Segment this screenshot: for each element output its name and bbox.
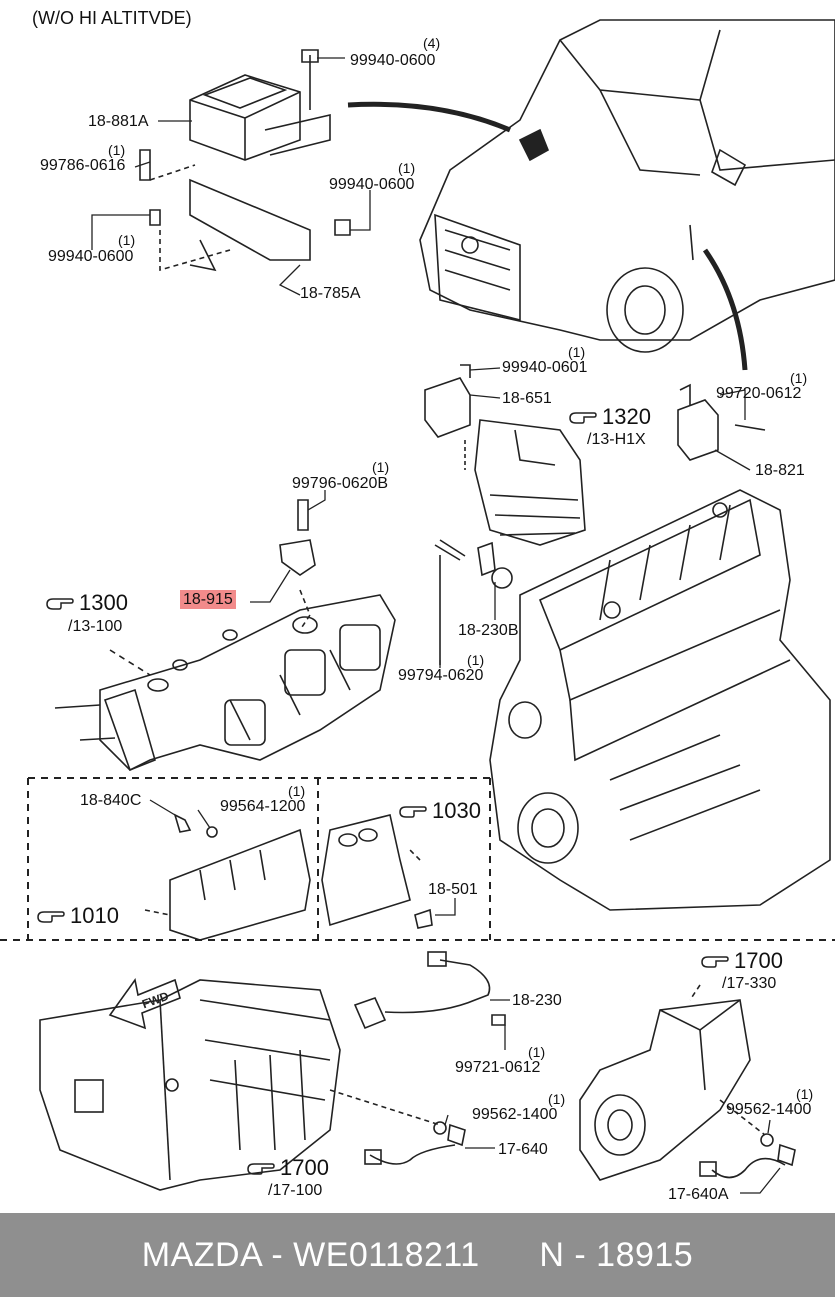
engine-block (489, 489, 831, 911)
part-label: 18-230B (458, 622, 519, 639)
ref-number: 1030 (432, 798, 481, 823)
heat-shield-1320 (474, 419, 586, 546)
ref-sub-label: /17-330 (722, 975, 777, 992)
part-label: 99794-0620 (398, 667, 484, 684)
leader-lines (91, 57, 781, 1194)
part-qty: (1) (398, 160, 416, 176)
section-divider-lines (0, 777, 835, 941)
ref-sub-label: /13-H1X (587, 431, 646, 448)
ref-sub-label: /13-100 (68, 618, 123, 635)
pointing-hand-icon (46, 598, 74, 610)
ref-sub-label: /17-100 (268, 1182, 323, 1199)
ref-1300[interactable]: 1300 (45, 591, 128, 615)
part-qty: (1) (288, 783, 306, 799)
footer-separator: - (261, 1236, 294, 1274)
part-label: 17-640A (668, 1186, 729, 1203)
part-qty: (1) (467, 652, 485, 668)
footer-gap (480, 1236, 540, 1274)
highlighted-part-number[interactable]: 18-915 (180, 590, 236, 609)
control-module-18-881A (139, 49, 351, 272)
ref-1700-transfer[interactable]: 1700 (700, 949, 783, 973)
part-label: 99562-1400 (472, 1106, 558, 1123)
part-label-highlighted[interactable]: 18-915 (180, 590, 236, 609)
ref-number: 1700 (280, 1155, 329, 1180)
part-label: 99786-0616 (40, 157, 126, 174)
cylinder-head-1030 (321, 814, 433, 929)
ref-1010[interactable]: 1010 (36, 904, 119, 928)
pointing-hand-icon (569, 412, 597, 424)
pointing-hand-icon (247, 1163, 275, 1175)
part-label: 18-230 (512, 992, 562, 1009)
footer-bar: MAZDA - WE0118211 N - 18915 (0, 1213, 835, 1297)
part-qty: (1) (372, 459, 390, 475)
sensor-18-230B (434, 539, 513, 665)
cylinder-head-1010 (144, 813, 311, 941)
header-note: (W/O HI ALTITVDE) (32, 8, 192, 28)
part-label: 99721-0612 (455, 1059, 541, 1076)
ref-1700-transmission[interactable]: 1700 (246, 1156, 329, 1180)
part-label: 99940-0600 (48, 248, 134, 265)
part-label: 18-501 (428, 881, 478, 898)
footer-part-code: WE0118211 (293, 1236, 480, 1274)
part-qty: (1) (108, 142, 126, 158)
part-label: 18-785A (300, 285, 361, 302)
part-qty: (4) (423, 35, 441, 51)
relay-18-821 (677, 383, 766, 461)
part-label: 99940-0600 (350, 52, 436, 69)
part-qty: (1) (568, 344, 586, 360)
part-label: 18-821 (755, 462, 805, 479)
part-label: 17-640 (498, 1141, 548, 1158)
part-qty: (1) (796, 1086, 814, 1102)
ref-number: 1300 (79, 590, 128, 615)
ref-number: 1010 (70, 903, 119, 928)
part-label: 99940-0600 (329, 176, 415, 193)
part-label: 99796-0620B (292, 475, 389, 492)
location-arrows (347, 101, 748, 371)
footer-brand: MAZDA (141, 1236, 262, 1274)
exploded-parts-diagram: FWD (0, 19, 835, 1194)
ref-1030[interactable]: 1030 (398, 799, 481, 823)
transfer-case-assembly (579, 984, 796, 1181)
part-label: 18-881A (88, 113, 149, 130)
pointing-hand-icon (399, 806, 427, 818)
relay-18-651 (424, 364, 471, 470)
part-label: 99562-1400 (726, 1101, 812, 1118)
part-label: 99564-1200 (220, 798, 306, 815)
pointing-hand-icon (701, 956, 729, 968)
part-qty: (1) (790, 370, 808, 386)
fwd-arrow (108, 978, 181, 1030)
part-qty: (1) (548, 1091, 566, 1107)
part-label: 99940-0601 (502, 359, 588, 376)
exhaust-manifold (54, 594, 396, 772)
part-qty: (1) (528, 1044, 546, 1060)
transmission-assembly (39, 951, 506, 1191)
part-label: 99720-0612 (716, 385, 802, 402)
ref-number: 1700 (734, 948, 783, 973)
footer-part-number: N - 18915 (539, 1236, 694, 1274)
ref-1320[interactable]: 1320 (568, 405, 651, 429)
ref-number: 1320 (602, 404, 651, 429)
part-qty: (1) (118, 232, 136, 248)
sensor-18-915 (279, 499, 318, 634)
part-label: 18-840C (80, 792, 142, 809)
pointing-hand-icon (37, 911, 65, 923)
part-label: 18-651 (502, 390, 552, 407)
vehicle-outline (419, 19, 835, 353)
